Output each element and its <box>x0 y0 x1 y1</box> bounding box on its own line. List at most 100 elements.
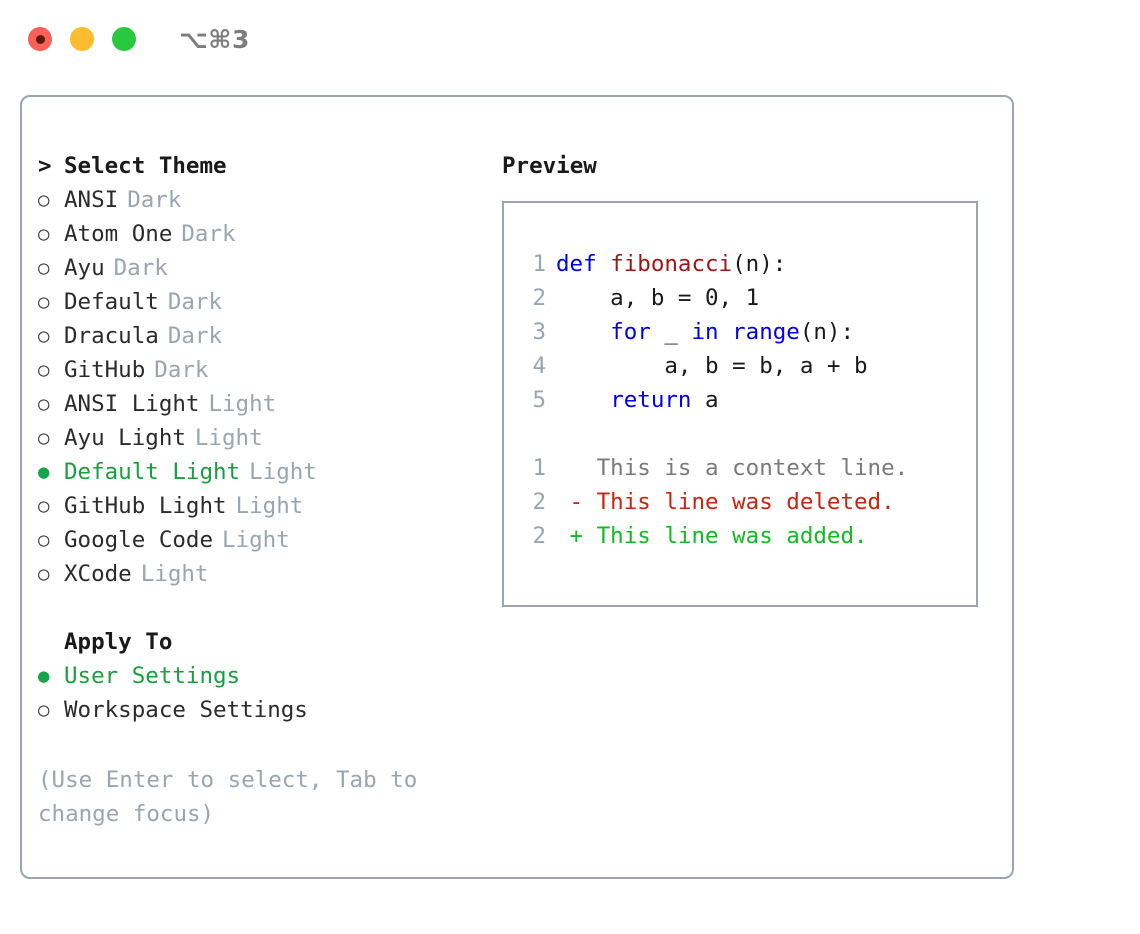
line-number: 1 <box>532 455 546 481</box>
theme-item-label: Atom One <box>64 221 173 247</box>
radio-unselected-icon[interactable]: ○ <box>38 223 50 245</box>
code-token: fibonacci <box>610 251 733 277</box>
theme-item-variant-tag: Dark <box>127 187 182 213</box>
code-line-content: a, b = b, a + b <box>556 349 867 383</box>
theme-list-item[interactable]: ○ Ayu Dark <box>38 251 488 285</box>
theme-item-label: XCode <box>64 561 132 587</box>
keyboard-shortcut-label: ⌥⌘3 <box>179 24 250 54</box>
code-token <box>719 319 733 345</box>
theme-item-variant-tag: Light <box>235 493 304 519</box>
minimize-button[interactable] <box>70 27 94 51</box>
theme-list-item[interactable]: ○ ANSI Dark <box>38 183 488 217</box>
theme-list-item[interactable]: ○ Atom One Dark <box>38 217 488 251</box>
theme-item-label: GitHub <box>64 357 146 383</box>
line-number: 3 <box>532 319 546 345</box>
apply-to-list-item[interactable]: ●User Settings <box>38 659 488 693</box>
apply-to-header: Apply To <box>38 625 488 659</box>
theme-item-label: GitHub Light <box>64 493 227 519</box>
code-line-content: for _ in range(n): <box>556 315 854 349</box>
code-line-content: def fibonacci(n): <box>556 247 786 281</box>
code-token: a <box>691 387 719 413</box>
code-line: 2 a, b = 0, 1 <box>518 281 976 315</box>
section-spacer <box>38 591 488 625</box>
radio-unselected-icon[interactable]: ○ <box>38 529 50 551</box>
theme-item-label: ANSI <box>64 187 119 213</box>
radio-unselected-icon[interactable]: ○ <box>38 325 50 347</box>
line-number: 4 <box>532 353 546 379</box>
code-token: _ <box>650 319 692 345</box>
code-line: 3 for _ in range(n): <box>518 315 976 349</box>
hint-spacer <box>38 727 488 757</box>
radio-unselected-icon[interactable]: ○ <box>38 291 50 313</box>
diff-line-content: This is a context line. <box>556 455 909 481</box>
radio-unselected-icon[interactable]: ○ <box>38 427 50 449</box>
code-token: a, b = 0, 1 <box>556 285 760 311</box>
select-theme-header: > Select Theme <box>38 149 488 183</box>
line-number: 1 <box>532 251 546 277</box>
theme-item-label: ANSI Light <box>64 391 200 417</box>
title-bar: ⌥⌘3 <box>0 0 1140 78</box>
radio-selected-icon[interactable]: ● <box>38 461 50 483</box>
line-number: 2 <box>532 285 546 311</box>
keyboard-hint-text: (Use Enter to select, Tab to change focu… <box>38 767 431 827</box>
radio-unselected-icon[interactable]: ○ <box>38 563 50 585</box>
theme-item-variant-tag: Light <box>140 561 209 587</box>
theme-item-variant-tag: Dark <box>113 255 168 281</box>
radio-unselected-icon[interactable]: ○ <box>38 699 50 721</box>
diff-line: 2 + This line was added. <box>518 519 976 553</box>
theme-list-item[interactable]: ○ GitHub Light Light <box>38 489 488 523</box>
theme-item-variant-tag: Dark <box>167 323 223 349</box>
code-token <box>556 319 610 345</box>
radio-unselected-icon[interactable]: ○ <box>38 189 50 211</box>
code-line: 5 return a <box>518 383 976 417</box>
theme-list-item[interactable]: ○ ANSI Light Light <box>38 387 488 421</box>
code-line-content: return a <box>556 383 719 417</box>
code-token: (n): <box>732 251 787 277</box>
code-token <box>556 387 610 413</box>
theme-list-item[interactable]: ○ Dracula Dark <box>38 319 488 353</box>
code-token: return <box>610 387 692 413</box>
code-token: def <box>556 251 611 277</box>
diff-line-content: - This line was deleted. <box>556 489 895 515</box>
theme-item-label: Default <box>64 289 159 315</box>
radio-selected-icon[interactable]: ● <box>38 665 50 687</box>
code-token: for <box>610 319 651 345</box>
theme-item-label: Dracula <box>64 323 159 349</box>
code-token: (n): <box>799 319 855 345</box>
theme-item-variant-tag: Dark <box>181 221 236 247</box>
apply-to-title: Apply To <box>64 629 173 655</box>
apply-to-list: ●User Settings ○ Workspace Settings <box>38 659 488 727</box>
select-theme-title: Select Theme <box>64 153 227 179</box>
apply-to-list-item[interactable]: ○ Workspace Settings <box>38 693 488 727</box>
theme-item-variant-tag: Light <box>249 459 317 485</box>
theme-item-label: Ayu <box>64 255 105 281</box>
line-number: 5 <box>532 387 546 413</box>
code-token: in <box>691 319 719 345</box>
theme-item-variant-tag: Light <box>194 425 263 451</box>
apply-to-item-label: Workspace Settings <box>64 697 308 723</box>
maximize-button[interactable] <box>112 27 136 51</box>
line-number: 2 <box>532 523 546 549</box>
code-token: range <box>732 319 800 345</box>
theme-item-variant-tag: Light <box>208 391 277 417</box>
radio-unselected-icon[interactable]: ○ <box>38 359 50 381</box>
close-button[interactable] <box>28 27 52 51</box>
radio-unselected-icon[interactable]: ○ <box>38 495 50 517</box>
diff-preview: 1 This is a context line. 2 - This line w… <box>518 451 976 553</box>
radio-unselected-icon[interactable]: ○ <box>38 393 50 415</box>
code-diff-separator <box>518 417 976 451</box>
radio-unselected-icon[interactable]: ○ <box>38 257 50 279</box>
preview-title: Preview <box>502 153 597 179</box>
theme-list-item[interactable]: ○ XCode Light <box>38 557 488 591</box>
